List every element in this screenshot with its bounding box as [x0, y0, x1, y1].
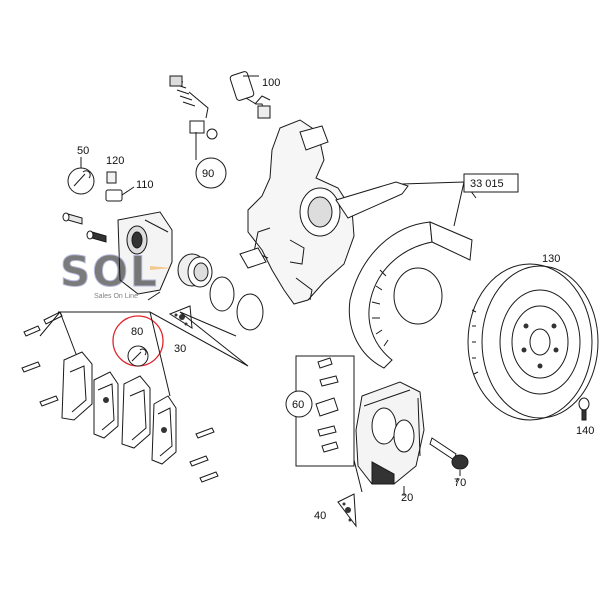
label-33015: 33 015 [470, 178, 504, 190]
triangular-plate-part-40 [337, 493, 357, 528]
dust-shield [348, 221, 473, 369]
brake-rotor [467, 263, 599, 421]
piston-part [177, 253, 213, 288]
wear-sensor-part-100 [229, 71, 271, 119]
label-110: 110 [136, 179, 154, 191]
label-90: 90 [202, 168, 214, 180]
label-30: 30 [174, 343, 186, 355]
label-60: 60 [292, 399, 304, 411]
watermark-tagline: Sales On Line [94, 293, 138, 300]
caliper-part-20 [355, 381, 425, 485]
bleeder-part-110 [105, 186, 135, 202]
label-50: 50 [77, 145, 89, 157]
callout-circle-90 [195, 157, 227, 189]
steering-knuckle [239, 119, 409, 305]
caliper-carrier [117, 211, 173, 301]
label-box-33015 [463, 173, 519, 193]
label-70: 70 [454, 477, 466, 489]
label-120: 120 [106, 155, 124, 167]
triangular-plate-part-30 [168, 305, 193, 329]
tool-icon-80 [127, 345, 149, 367]
leader-lower [353, 459, 459, 496]
screw-part-140 [578, 397, 590, 421]
label-40: 40 [314, 510, 326, 522]
callout-circle-60 [285, 390, 313, 418]
guide-pins [62, 212, 107, 243]
wrench-icon-80 [131, 348, 147, 362]
bolt-part-70 [429, 437, 469, 476]
wrench-icon [73, 170, 91, 187]
spring-part [169, 75, 218, 160]
label-140: 140 [576, 425, 594, 437]
clip-kit-part-60 [315, 357, 339, 453]
watermark-text: SOL [60, 247, 159, 296]
seal-rings [209, 276, 264, 331]
cap-part-120 [106, 171, 117, 184]
label-130: 130 [542, 253, 560, 265]
brake-pad-set [21, 311, 219, 483]
label-100: 100 [262, 77, 280, 89]
bracket-lines [58, 311, 249, 367]
tool-icon-50 [67, 167, 95, 195]
watermark-logo: SOL Sales On Line [60, 247, 172, 300]
label-80: 80 [131, 326, 143, 338]
label-20: 20 [401, 492, 413, 504]
